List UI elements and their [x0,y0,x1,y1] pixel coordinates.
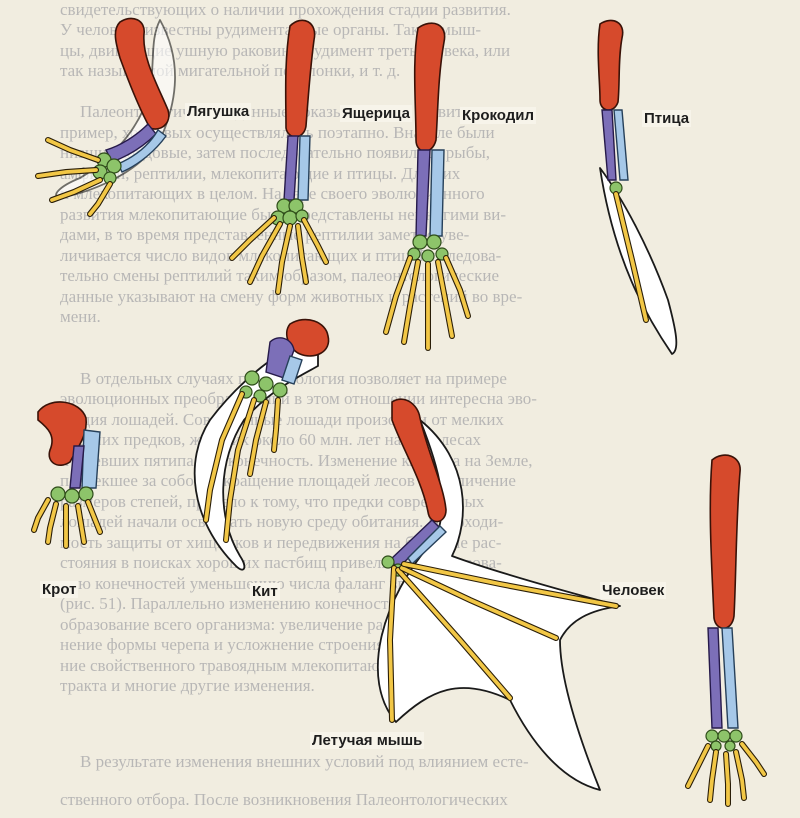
text-line: свидетельствующих о наличии прохождения … [60,0,511,19]
text-line: пример, хордовых осуществлялось поэтапно… [60,123,495,142]
whale-carpals [239,370,288,403]
label-whale: Кит [250,583,280,600]
text-line: данные указывают на смену форм животных … [60,287,523,306]
label-bird: Птица [642,110,692,127]
text-line: древних предков, живших около 60 млн. ле… [60,430,481,449]
label-lizard: Ящерица [340,105,412,122]
text-line: тракта и многие другие изменения. [60,676,315,695]
text-line: В результате изменения внешних условий п… [80,752,529,771]
bird-limb [597,19,678,355]
frog-limb [35,17,176,217]
text-line: повлекшее за собой сокращение площадей л… [60,471,516,490]
whale-limb [193,318,330,571]
text-line: лошадей начали осваивать новую среду оби… [60,512,504,531]
label-frog: Лягушка [185,103,252,120]
crocodile-carpals [407,234,449,263]
text-line: размеров степей, привело к тому, что пре… [60,492,485,511]
text-line: эволюционных преобразований в этом отнош… [60,389,537,408]
text-line: дами, в то время представленные рептилии… [60,225,470,244]
text-line: и млекопитающих в целом. На заре своего … [60,184,485,203]
bat-limb [376,398,621,791]
lizard-limb [229,19,329,295]
label-crocodile: Крокодил [460,107,537,124]
mole-carpals [50,486,94,504]
crocodile-limb [383,22,471,351]
label-mole: Крот [40,581,79,598]
text-line: мость защиты от хищников и передвижения … [60,533,502,552]
human-limb [685,454,767,807]
text-line: амфибии, рептилии, млекопитающие и птицы… [60,164,461,183]
label-human: Человек [600,582,667,599]
mole-limb [31,401,103,549]
text-line: низшие хордовые, затем последовательно п… [60,143,491,162]
text-line: ственного отбора. После возникновения Па… [60,790,508,809]
label-bat: Летучая мышь [310,732,425,749]
text-line: мени. [60,307,101,326]
human-carpals [705,729,743,752]
